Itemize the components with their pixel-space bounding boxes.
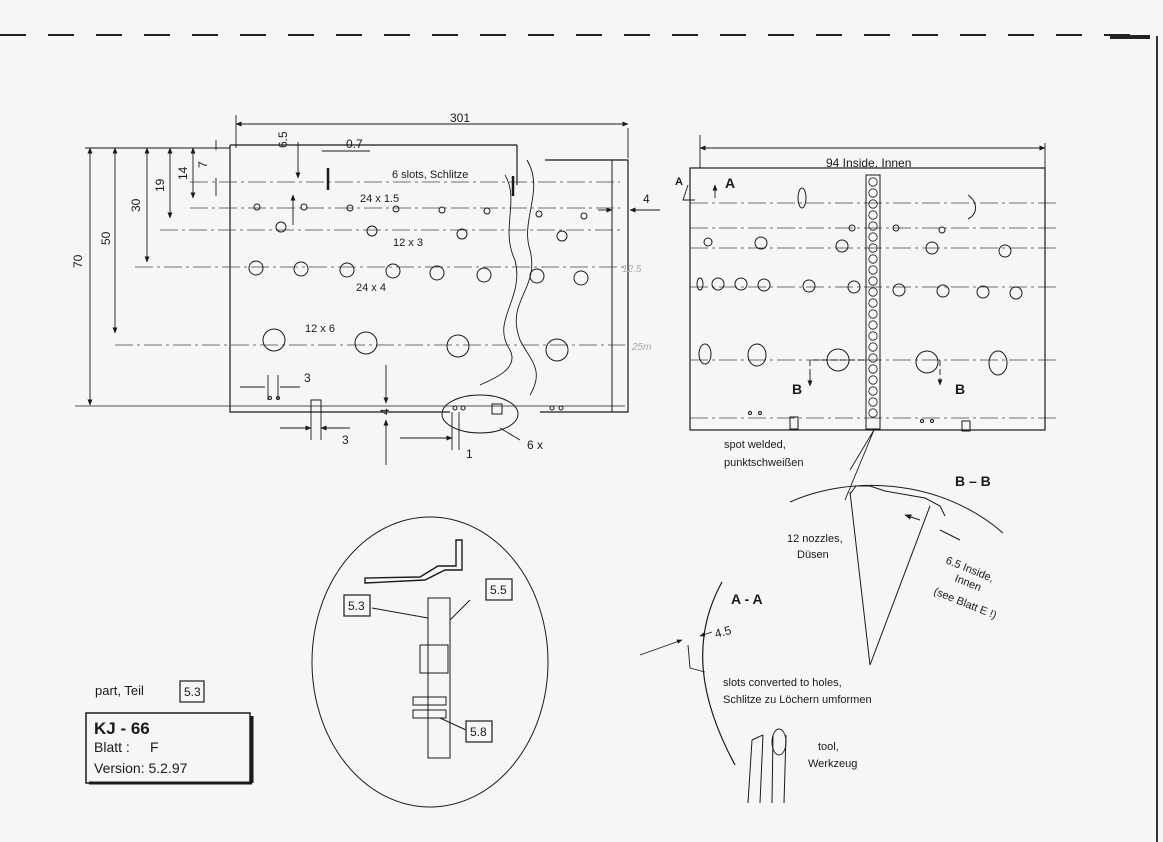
spot-weld [868, 408, 878, 418]
detail-part-5-5: 5.5 [490, 583, 507, 597]
left-dimensions [75, 115, 660, 465]
note-6x: 6 x [527, 438, 543, 452]
spot-weld [868, 342, 878, 352]
note-labels: 6 slots, Schlitze 24 x 1.5 12 x 3 24 x 4… [305, 169, 998, 770]
note-row-12x6: 12 x 6 [305, 323, 335, 335]
spot-weld [868, 287, 878, 297]
holes-row-24x1.5 [253, 203, 588, 220]
dim-4-side: 4 [643, 192, 650, 206]
spot-weld [868, 386, 878, 396]
section-mark-a-left: A [675, 176, 683, 188]
detail-part-5-8: 5.8 [470, 725, 487, 739]
spot-weld [868, 221, 878, 231]
section-a-a [639, 581, 787, 804]
title-block-blatt-label: Blatt : [94, 739, 130, 755]
dim-4-vertical: 4 [378, 408, 392, 415]
spot-weld [868, 353, 878, 363]
dim-94: 94 Inside, Innen [826, 156, 911, 170]
part-label-number: 5.3 [184, 685, 201, 699]
right-holes [696, 187, 1023, 432]
slots [326, 168, 515, 196]
title-block-frame [85, 712, 254, 785]
title-block-version: Version: 5.2.97 [94, 760, 188, 776]
section-labels: A A B B B – B A - A [675, 175, 991, 607]
note-punktschweissen: punktschweißen [724, 457, 804, 469]
dim-70: 70 [71, 254, 85, 268]
spot-weld [868, 199, 878, 209]
dim-19: 19 [153, 178, 167, 192]
spot-weld [868, 309, 878, 319]
section-b-b [789, 484, 1004, 666]
title-block-blatt-value: F [150, 739, 159, 755]
spot-weld [868, 232, 878, 242]
note-slots-converted: slots converted to holes, [723, 677, 842, 689]
note-handwritten-25m: 25m [631, 342, 651, 353]
note-12-nozzles: 12 nozzles, [787, 533, 843, 545]
detail-labels: 5.3 5.5 5.8 [348, 583, 507, 739]
note-see-blatt-e: (see Blatt E !) [932, 586, 998, 622]
dim-7: 7 [196, 161, 210, 168]
note-row-24x1-5: 24 x 1.5 [360, 193, 399, 205]
spot-weld [868, 364, 878, 374]
part-label: part, Teil 5.3 [95, 683, 201, 699]
top-dashed-border [0, 34, 1150, 39]
part-boxes [179, 578, 513, 743]
note-row-24x4: 24 x 4 [356, 282, 386, 294]
dim-3-lower: 3 [342, 433, 349, 447]
spot-weld [868, 397, 878, 407]
note-tool: tool, [818, 741, 839, 753]
spot-weld [868, 243, 878, 253]
holes-row-12x3 [275, 221, 568, 242]
section-title-a-a: A - A [731, 591, 763, 607]
section-mark-a: A [725, 175, 735, 191]
right-plate [689, 167, 1046, 431]
dim-1: 1 [466, 447, 473, 461]
spot-weld [868, 177, 878, 187]
detail-view [311, 516, 549, 808]
spot-weld [868, 210, 878, 220]
note-slots: 6 slots, Schlitze [392, 169, 468, 181]
bottom-tabs-left [268, 394, 564, 434]
right-centerlines [690, 202, 1060, 419]
spot-weld [868, 276, 878, 286]
section-mark-b-left: B [792, 381, 802, 397]
spot-weld [868, 320, 878, 330]
part-label-text: part, Teil [95, 683, 144, 698]
holes-row-12x6 [262, 328, 569, 362]
dim-3-upper: 3 [304, 371, 311, 385]
spot-weld-column [868, 177, 878, 418]
dimension-labels: 301 0.7 6.5 7 14 19 30 50 70 3 3 4 4 1 9… [71, 111, 911, 641]
dim-14: 14 [176, 166, 190, 180]
note-duesen: Düsen [797, 549, 829, 561]
spot-weld [868, 298, 878, 308]
dim-301: 301 [450, 111, 470, 125]
title-block-title: KJ - 66 [94, 719, 150, 738]
spot-weld [868, 375, 878, 385]
spot-weld [868, 254, 878, 264]
note-spot-welded: spot welded, [724, 439, 786, 451]
section-mark-b-right: B [955, 381, 965, 397]
detail-part-5-3: 5.3 [348, 599, 365, 613]
spot-weld [868, 188, 878, 198]
note-schlitze-umformen: Schlitze zu Löchern umformen [723, 694, 872, 706]
note-row-12x3: 12 x 3 [393, 237, 423, 249]
spot-weld [868, 265, 878, 275]
note-handwritten-12-5: 12.5 [622, 264, 642, 275]
left-plate [229, 144, 629, 413]
spot-weld [868, 331, 878, 341]
holes-row-24x4 [248, 260, 589, 286]
section-title-b-b: B – B [955, 473, 991, 489]
note-werkzeug: Werkzeug [808, 758, 857, 770]
dim-30: 30 [129, 198, 143, 212]
dim-4-5: 4.5 [713, 623, 733, 641]
dim-50: 50 [99, 231, 113, 245]
dim-0-7: 0.7 [346, 137, 363, 151]
title-block: KJ - 66 Blatt : F Version: 5.2.97 [94, 719, 188, 776]
dim-6-5: 6.5 [276, 131, 290, 148]
left-centerlines [115, 181, 625, 346]
right-dimensions [682, 135, 1046, 501]
